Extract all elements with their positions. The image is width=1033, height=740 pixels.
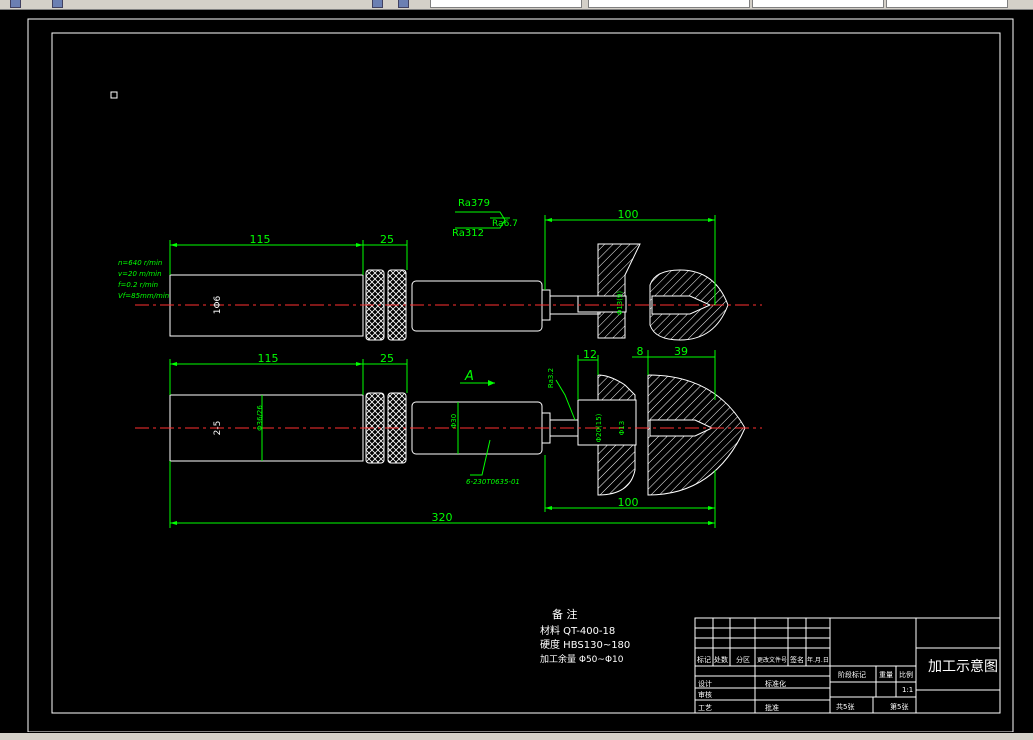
tb-scale: 比例 [899,670,913,679]
dim-39: 39 [674,345,688,358]
dia-top: 1Φ6 [213,295,223,314]
status-bar [0,733,1033,740]
dia-small-3: Φ13 [618,421,626,435]
tb-check: 审核 [698,690,712,699]
dimension-arrows [170,218,715,525]
param-f: f=0.2 r/min [118,281,158,289]
layer-dropdown[interactable] [430,0,582,8]
dimensions [169,211,716,528]
tb-date: 年.月.日 [807,656,829,664]
param-n: n=640 r/min [118,259,162,267]
roughness-1: Ra379 [458,198,490,209]
param-vf: Vf=85mm/min [118,292,169,300]
tb-sign: 签名 [790,655,804,664]
roughness-3: Ra6.7 [492,219,518,229]
tb-std: 标准化 [765,679,786,688]
notes-title: 备 注 [552,607,578,621]
tb-weight: 重量 [879,671,893,679]
top-assembly [169,243,729,341]
dia-36: Φ36/26 [256,405,264,431]
drawing-canvas[interactable]: 115 25 100 115 25 12 8 39 100 320 A Ra37… [0,10,1033,732]
title-block-texts: 标记 处数 分区 更改文件号 签名 年.月.日 设计 审核 工艺 标准化 批准 … [697,655,998,712]
dia-small-2: Φ20(15) [595,413,603,442]
tb-approve: 批准 [765,703,779,712]
ucs-marker [110,91,118,99]
tb-mark: 标记 [697,655,711,664]
dia-30: Φ30 [450,414,458,428]
dim-12: 12 [583,348,597,361]
dim-100-bot: 100 [618,496,639,509]
dim-25-mid: 25 [380,352,394,365]
view-a-label: A [464,369,474,384]
notes-line-1: 材料 QT-400-18 [540,624,615,637]
lineweight-dropdown[interactable] [886,0,1008,8]
tb-design: 设计 [698,679,712,688]
part-callout: 6-230T0635-01 [466,478,520,486]
tb-change: 更改文件号 [757,656,787,664]
notes-line-2: 硬度 HBS130~180 [540,638,630,651]
drawing-title: 加工示意图 [928,658,998,675]
cad-toolbar [0,0,1033,10]
dim-8: 8 [637,345,644,358]
tb-stage: 阶段标记 [838,670,866,679]
callout-2: Ra3.2 [547,368,555,388]
roughness-2: Ra312 [452,228,484,239]
dimension-texts: 115 25 100 115 25 12 8 39 100 320 A Ra37… [118,198,688,524]
properties-icon[interactable] [52,0,63,8]
tb-scale-val: 1:1 [902,686,913,694]
diameter-texts: 1Φ6 2-5 [213,295,223,435]
tb-zone: 分区 [736,655,750,664]
layer-icon[interactable] [10,0,21,8]
dim-115-mid: 115 [258,352,279,365]
tb-qty: 处数 [714,655,728,664]
notes-block: 备 注 材料 QT-400-18 硬度 HBS130~180 加工余量 Φ50~… [540,607,630,665]
small-diameter-texts: Φ36/26 Φ30 Φ13(9) Φ20(15) Φ13 Ra3.2 [256,291,626,443]
dim-320: 320 [432,511,453,524]
dia-small-top: Φ13(9) [616,291,624,316]
color-dropdown[interactable] [588,0,750,8]
notes-line-3: 加工余量 Φ50~Φ10 [540,653,624,665]
inner-frame [51,32,1001,714]
dim-100-top: 100 [618,208,639,221]
tb-sheets-total: 共5张 [836,702,854,711]
tb-sheet-no: 第5张 [890,702,908,711]
param-v: v=20 m/min [118,270,162,278]
dia-bot: 2-5 [213,421,223,436]
color-icon[interactable] [372,0,383,8]
linetype-dropdown[interactable] [752,0,884,8]
tb-process: 工艺 [698,704,712,712]
dim-115-top: 115 [250,233,271,246]
title-block [694,617,1001,714]
outer-frame [27,18,1014,732]
linetype-icon[interactable] [398,0,409,8]
dim-25-top: 25 [380,233,394,246]
